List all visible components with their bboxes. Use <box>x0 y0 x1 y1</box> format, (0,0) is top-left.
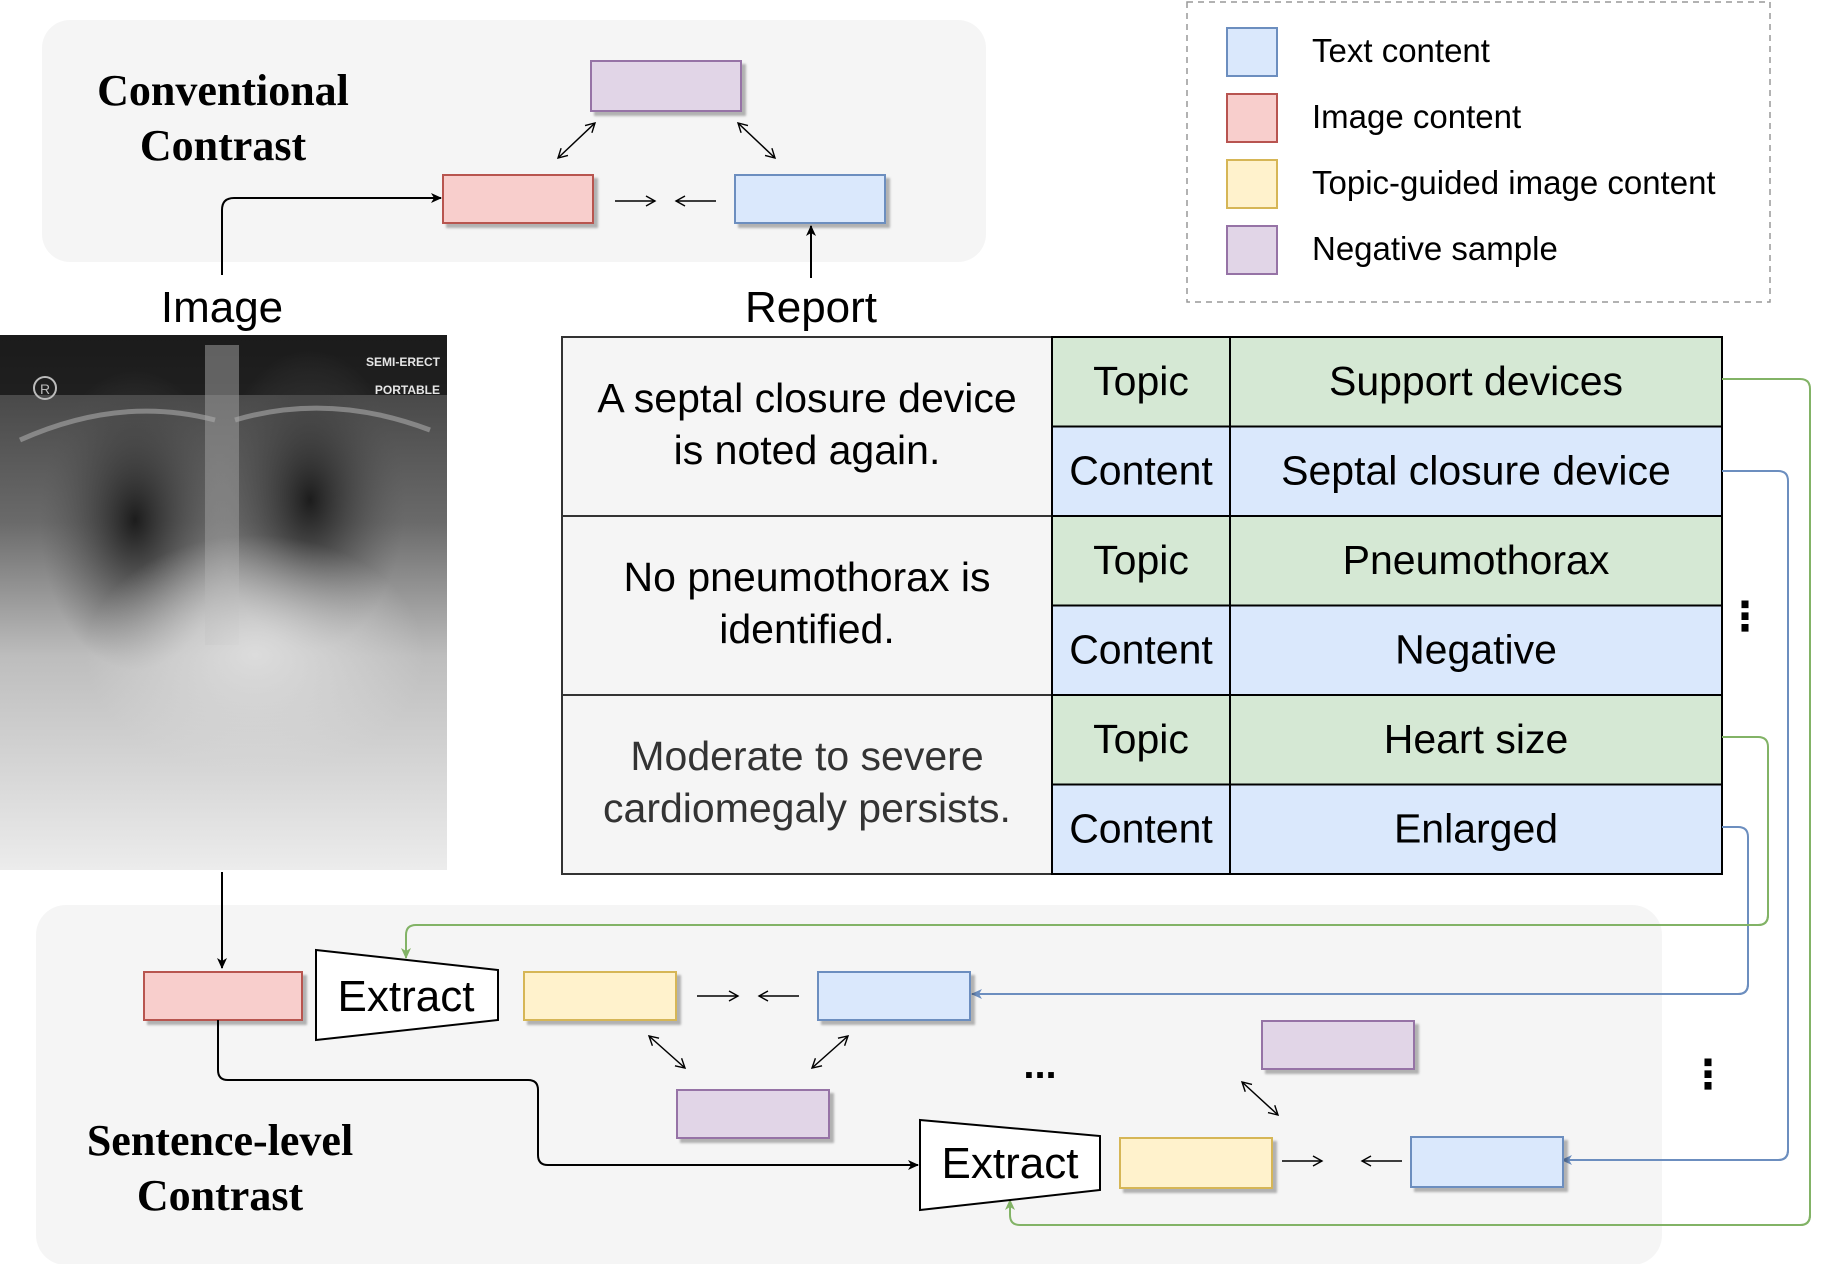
text-content-box <box>734 174 886 224</box>
extract-label-1: Extract <box>338 972 475 1021</box>
chest-xray-image: R SEMI-ERECT PORTABLE <box>0 335 447 870</box>
legend-label: Text content <box>1312 32 1490 69</box>
neg-arrow-left-1 <box>647 1035 687 1069</box>
sentence-line-2: is noted again. <box>674 427 941 473</box>
sentence-level-panel: Sentence-level Contrast Extract ... ⋮ Ex… <box>36 872 1811 1264</box>
topic-label: Topic <box>1093 358 1189 404</box>
heart-size-connector-over-panel <box>401 914 1769 959</box>
extract-trapezoid-2 <box>919 1118 1101 1212</box>
xray-semi-erect: SEMI-ERECT <box>366 355 441 369</box>
xray-portable: PORTABLE <box>375 383 440 397</box>
support-connector-over-panel <box>1005 1199 1811 1226</box>
topic-value-cell <box>1229 694 1723 786</box>
legend-swatch <box>1226 159 1278 209</box>
content-value-cell <box>1229 425 1723 517</box>
legend-frame <box>1186 1 1771 303</box>
negative-box-1 <box>676 1089 830 1139</box>
xray-clavicle-left <box>234 405 431 433</box>
text-box-1 <box>817 971 971 1021</box>
legend-label: Topic-guided image content <box>1312 164 1716 201</box>
topic-value-cell <box>1229 336 1723 428</box>
content-label: Content <box>1069 627 1213 673</box>
topic-value: Support devices <box>1329 358 1623 404</box>
content-label-cell <box>1051 425 1231 517</box>
content-label: Content <box>1069 806 1213 852</box>
content-value: Septal closure device <box>1281 448 1671 494</box>
neg-arrow-right-2 <box>1240 1081 1280 1116</box>
contrast-arrow-right <box>736 122 777 159</box>
image-label: Image <box>161 283 283 332</box>
content-value-cell <box>1229 783 1723 875</box>
sentence-cell <box>561 694 1053 875</box>
negative-sample-box <box>590 60 742 112</box>
sentence-line-1: Moderate to severe <box>630 733 983 779</box>
topic-value: Pneumothorax <box>1343 537 1610 583</box>
content-value-cell <box>1229 604 1723 696</box>
legend-swatch <box>1226 225 1278 275</box>
enlarged-connector-over-panel <box>971 983 1749 999</box>
sentence-line-2: cardiomegaly persists. <box>603 785 1011 831</box>
sentence-line-1: A septal closure device <box>597 375 1016 421</box>
panel-vdots: ⋮ <box>1688 1053 1728 1097</box>
extract-trapezoid-1 <box>315 948 499 1042</box>
content-label: Content <box>1069 448 1213 494</box>
content-label-cell <box>1051 783 1231 875</box>
image-to-extract2-arrow <box>217 1020 919 1170</box>
topic-guided-box-1 <box>523 971 677 1021</box>
legend-swatch <box>1226 27 1278 77</box>
ellipsis-dots: ... <box>1023 1043 1056 1087</box>
sentence-cell <box>561 336 1053 517</box>
report-label: Report <box>745 283 877 332</box>
conventional-title-line2: Contrast <box>140 121 307 170</box>
content-value: Negative <box>1395 627 1557 673</box>
extract-label-2: Extract <box>942 1139 1079 1188</box>
legend-label: Image content <box>1312 98 1521 135</box>
neg-arrow-right-1 <box>810 1035 850 1069</box>
table-vdots: ⋮ <box>1725 595 1765 639</box>
topic-label-cell <box>1051 694 1231 786</box>
sentence-image-content-box <box>143 971 303 1021</box>
sentence-title-line2: Contrast <box>137 1171 304 1220</box>
legend-swatch <box>1226 93 1278 143</box>
xray-clavicle-right <box>18 408 216 443</box>
sentence-line-2: identified. <box>719 606 895 652</box>
xray-marker-label: R <box>40 381 50 397</box>
xray-heart-shadow <box>85 535 425 775</box>
negative-box-2 <box>1261 1020 1415 1070</box>
content-value: Enlarged <box>1394 806 1558 852</box>
topic-label: Topic <box>1093 537 1189 583</box>
sentence-line-1: No pneumothorax is <box>624 554 991 600</box>
topic-content-table: A septal closure device is noted again. To… <box>561 336 1723 875</box>
topic-guided-box-2 <box>1119 1137 1273 1189</box>
conventional-title-line1: Conventional <box>97 66 349 115</box>
conventional-contrast-panel: Conventional Contrast <box>42 20 986 278</box>
image-content-box <box>442 174 594 224</box>
topic-value: Heart size <box>1384 716 1569 762</box>
septal-connector-over-panel <box>1561 1149 1789 1165</box>
sentence-title-line1: Sentence-level <box>87 1116 353 1165</box>
topic-value-cell <box>1229 515 1723 607</box>
topic-label: Topic <box>1093 716 1189 762</box>
image-to-box-arrow <box>221 193 442 275</box>
legend-label: Negative sample <box>1312 230 1558 267</box>
text-box-2 <box>1410 1136 1564 1188</box>
xray-marker-icon <box>33 376 57 400</box>
contrast-arrow-left <box>556 122 597 159</box>
topic-label-cell <box>1051 336 1231 428</box>
sentence-cell <box>561 515 1053 696</box>
